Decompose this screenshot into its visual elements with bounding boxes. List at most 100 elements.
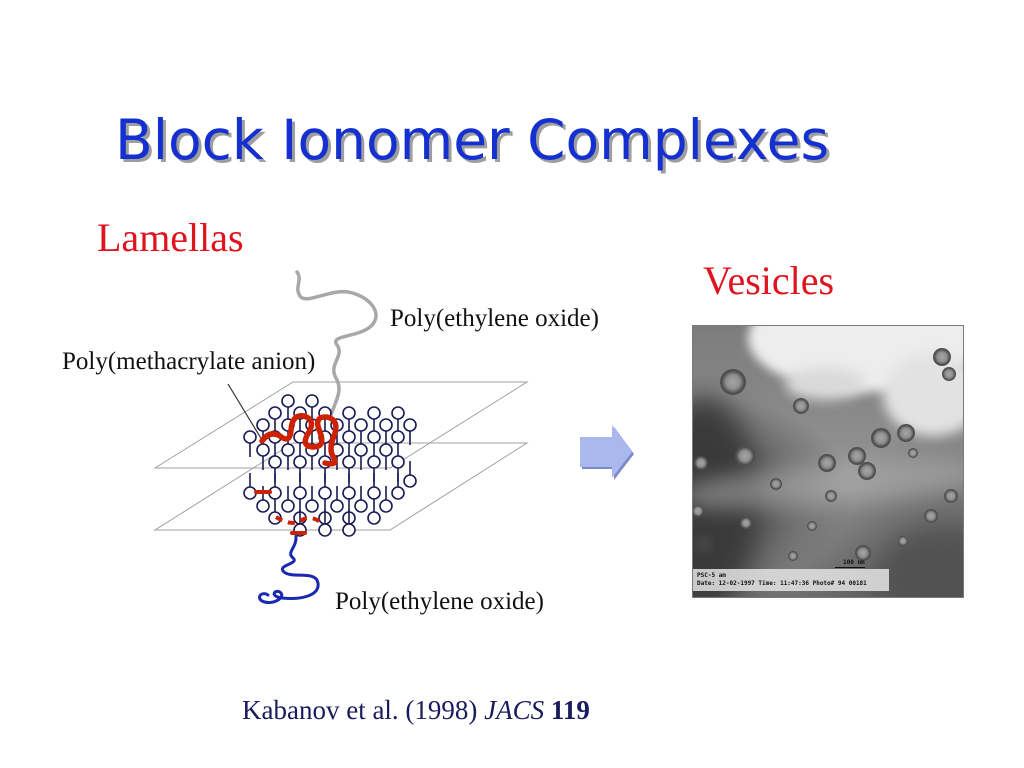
polyanion-label: Poly(methacrylate anion) bbox=[62, 348, 316, 375]
headgroup bbox=[256, 499, 270, 513]
bright-region bbox=[785, 368, 865, 400]
headgroup bbox=[379, 499, 393, 513]
vesicle bbox=[908, 448, 918, 458]
vesicle bbox=[788, 551, 798, 561]
headgroup bbox=[342, 455, 356, 469]
amphiphile bbox=[281, 443, 295, 470]
membrane-plane-upper bbox=[153, 381, 529, 469]
headgroup bbox=[367, 486, 381, 500]
citation: Kabanov et al. (1998) JACS 119 bbox=[242, 697, 590, 724]
right-arrow-icon bbox=[580, 425, 634, 480]
vesicle bbox=[933, 348, 951, 366]
amphiphile bbox=[342, 455, 356, 482]
amphiphile bbox=[305, 486, 319, 513]
citation-authors: Kabanov et al. (1998) bbox=[242, 695, 478, 725]
headgroup bbox=[330, 499, 344, 513]
amphiphile bbox=[342, 510, 356, 537]
amphiphile bbox=[391, 430, 405, 457]
amphiphile bbox=[354, 443, 368, 470]
amphiphile bbox=[379, 418, 393, 445]
amphiphile bbox=[342, 406, 356, 433]
peo-chain-bottom bbox=[258, 534, 320, 605]
headgroup bbox=[243, 430, 257, 444]
amphiphile bbox=[256, 486, 270, 513]
vesicle bbox=[942, 367, 956, 381]
headgroup bbox=[268, 455, 282, 469]
headgroup bbox=[281, 443, 295, 457]
headgroup bbox=[354, 443, 368, 457]
amphiphile bbox=[354, 486, 368, 513]
amphiphile bbox=[243, 430, 257, 457]
vesicles-heading: Vesicles bbox=[703, 258, 835, 303]
amphiphile bbox=[379, 443, 393, 470]
vesicle bbox=[694, 456, 708, 470]
amphiphile bbox=[367, 498, 381, 525]
vesicle bbox=[818, 454, 836, 472]
citation-journal: JACS bbox=[484, 695, 545, 725]
headgroup bbox=[281, 394, 295, 408]
headgroup bbox=[293, 455, 307, 469]
headgroup bbox=[318, 523, 332, 537]
vesicle bbox=[944, 489, 958, 503]
headgroup bbox=[342, 523, 356, 537]
amphiphile bbox=[268, 473, 282, 500]
vesicle bbox=[770, 478, 782, 490]
headgroup bbox=[379, 418, 393, 432]
bright-region bbox=[883, 354, 963, 436]
vesicle bbox=[693, 505, 704, 517]
amphiphile bbox=[391, 455, 405, 482]
amphiphile bbox=[367, 430, 381, 457]
amphiphile bbox=[256, 443, 270, 470]
lamellas-heading: Lamellas bbox=[97, 215, 244, 260]
headgroup bbox=[354, 418, 368, 432]
micrograph-info: Date: 12-02-1997 Time: 11:47:36 Photo# 9… bbox=[697, 580, 867, 587]
slide-title: Block Ionomer Complexes bbox=[115, 108, 830, 172]
headgroup bbox=[367, 511, 381, 525]
vesicle bbox=[793, 398, 809, 414]
lamella-diagram bbox=[153, 270, 529, 605]
amphiphile bbox=[391, 406, 405, 433]
dark-region bbox=[878, 531, 963, 597]
micrograph-info-strip bbox=[693, 569, 889, 591]
headgroup bbox=[367, 430, 381, 444]
headgroup bbox=[367, 406, 381, 420]
amphiphile bbox=[293, 473, 307, 500]
headgroup bbox=[342, 406, 356, 420]
amphiphile bbox=[403, 418, 417, 445]
peo-top-label: Poly(ethylene oxide) bbox=[390, 305, 599, 332]
headgroup bbox=[268, 406, 282, 420]
vesicle bbox=[924, 509, 938, 523]
headgroup bbox=[403, 474, 417, 488]
amphiphile bbox=[391, 473, 405, 500]
polyanion-chain-lower bbox=[274, 515, 326, 527]
vesicle bbox=[897, 424, 915, 442]
scale-bar-label: 100 nm bbox=[843, 559, 865, 566]
micrograph-sample-id: PSC-5 am bbox=[697, 572, 726, 579]
amphiphile bbox=[281, 394, 295, 421]
vesicle bbox=[871, 428, 891, 448]
vesicle bbox=[735, 446, 755, 466]
headgroup bbox=[367, 455, 381, 469]
peo-bottom-label: Poly(ethylene oxide) bbox=[335, 588, 544, 615]
headgroup bbox=[391, 455, 405, 469]
vesicle bbox=[807, 521, 817, 531]
amphiphile bbox=[256, 418, 270, 445]
amphiphile bbox=[367, 406, 381, 433]
headgroup bbox=[281, 499, 295, 513]
headgroup bbox=[391, 486, 405, 500]
amphiphile bbox=[243, 473, 257, 500]
headgroup bbox=[391, 406, 405, 420]
headgroup bbox=[342, 486, 356, 500]
amphiphile bbox=[318, 510, 332, 537]
headgroup bbox=[305, 394, 319, 408]
vesicle bbox=[855, 545, 871, 561]
vesicle bbox=[858, 462, 876, 480]
headgroup bbox=[318, 486, 332, 500]
scale-bar bbox=[835, 567, 865, 568]
amphiphile bbox=[281, 486, 295, 513]
amphiphile bbox=[379, 486, 393, 513]
headgroup bbox=[354, 499, 368, 513]
amphiphile bbox=[403, 461, 417, 488]
amphiphile bbox=[330, 486, 344, 513]
amphiphile bbox=[342, 473, 356, 500]
